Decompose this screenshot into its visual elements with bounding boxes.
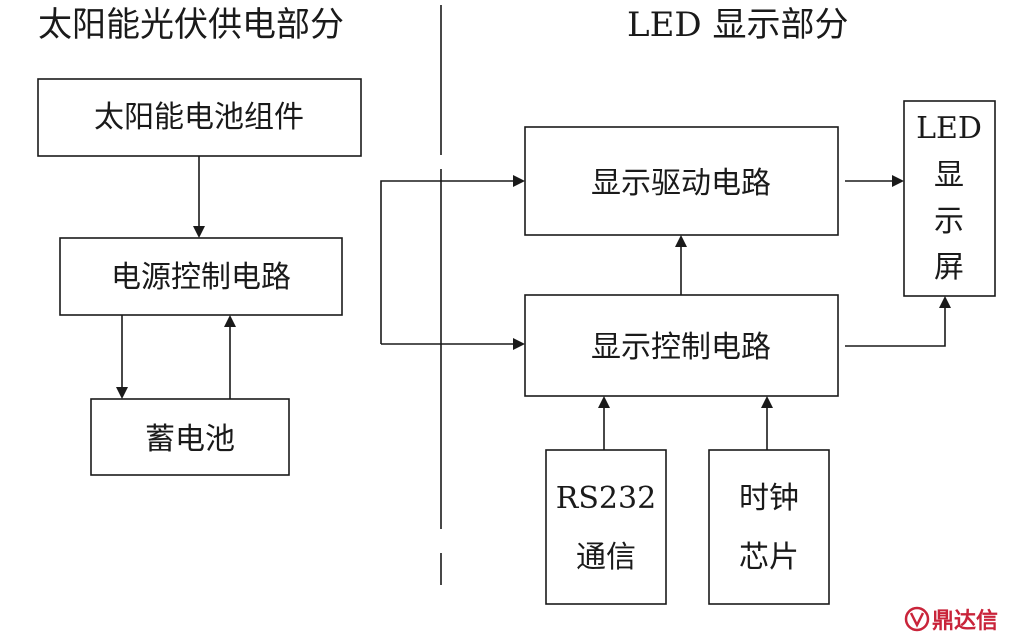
display-control-label: 显示控制电路 <box>591 330 771 365</box>
clock-chip-block: 时钟 芯片 <box>708 449 830 605</box>
led-screen-label-line1: LED <box>916 111 982 146</box>
arrow-control-to-led <box>845 296 951 347</box>
watermark-text: 鼎达信 <box>932 608 998 634</box>
right-section-header: LED 显示部分 <box>627 5 848 45</box>
rs232-label-line2: 通信 <box>576 540 636 575</box>
power-control-label: 电源控制电路 <box>111 260 291 295</box>
clock-chip-label-line2: 芯片 <box>739 540 799 575</box>
solar-module-block: 太阳能电池组件 <box>37 78 362 157</box>
rs232-label-line1: RS232 <box>556 481 656 516</box>
rs232-block: RS232 通信 <box>545 449 667 605</box>
left-section-header: 太阳能光伏供电部分 <box>38 5 344 45</box>
solar-module-label: 太阳能电池组件 <box>94 100 304 135</box>
led-screen-label-line4: 屏 <box>934 250 964 285</box>
led-screen-label-line2: 显 <box>934 158 964 193</box>
display-driver-block: 显示驱动电路 <box>524 126 839 236</box>
power-control-block: 电源控制电路 <box>59 237 343 316</box>
led-screen-block: LED 显 示 屏 <box>903 100 996 297</box>
display-control-block: 显示控制电路 <box>524 294 839 397</box>
battery-label: 蓄电池 <box>145 422 235 457</box>
arrow-feed-to-display-driver <box>380 175 525 344</box>
watermark-logo: 鼎达信 <box>904 606 998 634</box>
clock-chip-label-line1: 时钟 <box>739 481 799 516</box>
battery-block: 蓄电池 <box>90 398 290 476</box>
display-driver-label: 显示驱动电路 <box>591 166 771 201</box>
led-screen-label-line3: 示 <box>934 204 964 239</box>
watermark-seal-icon <box>904 606 930 632</box>
